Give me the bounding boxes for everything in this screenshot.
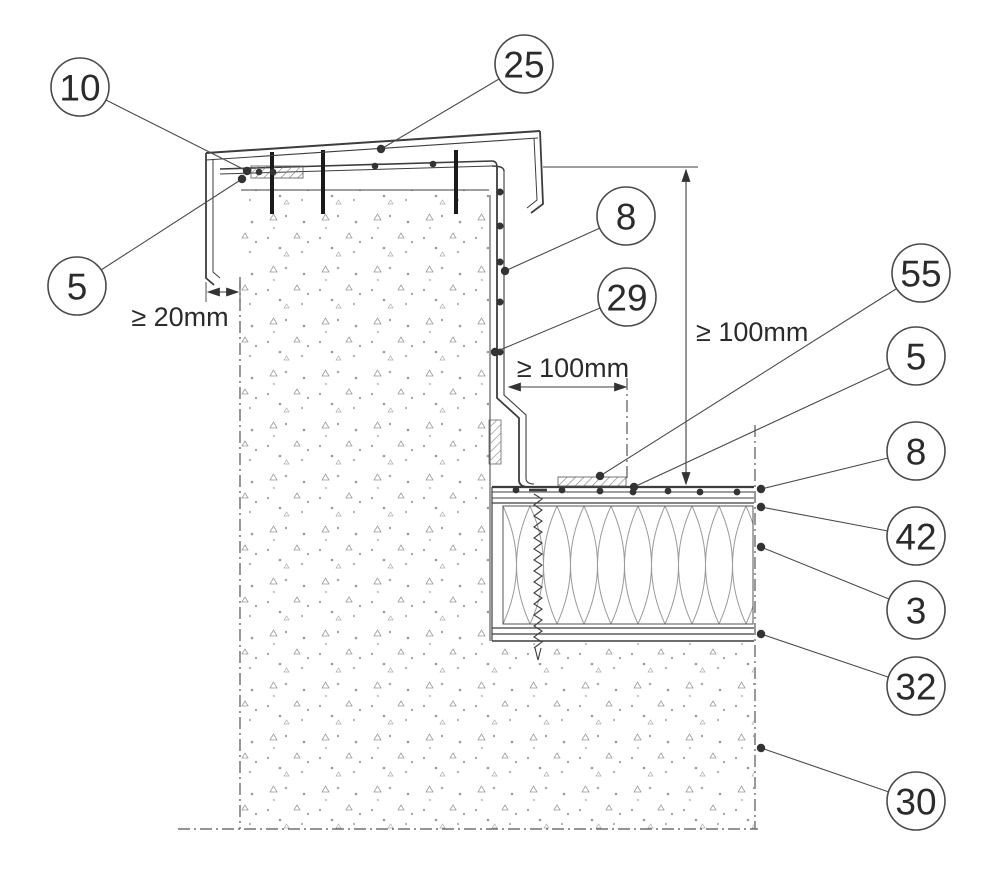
underlay-corner-wrap xyxy=(491,160,505,172)
upstand-outer-line xyxy=(496,166,530,488)
callout-32: 32 xyxy=(886,656,946,716)
callout-8-right: 8 xyxy=(886,421,946,481)
leader-lines xyxy=(100,78,897,793)
dimension-upstand-height: ≥ 100mm xyxy=(543,166,808,486)
callout-30: 30 xyxy=(886,771,946,831)
callout-5-left: 5 xyxy=(47,256,107,316)
dimension-coping-overhang: ≥ 20mm xyxy=(131,282,241,332)
dim-coping-overhang-text: ≥ 20mm xyxy=(131,302,228,332)
cap-right-drop xyxy=(530,130,544,214)
svg-text:30: 30 xyxy=(895,781,936,822)
svg-text:29: 29 xyxy=(606,277,647,318)
concrete-structure xyxy=(178,190,758,830)
svg-text:10: 10 xyxy=(59,67,100,108)
callout-29: 29 xyxy=(597,267,657,327)
screw-tip xyxy=(534,647,542,661)
svg-text:5: 5 xyxy=(906,336,927,377)
callout-55: 55 xyxy=(891,243,951,303)
roof-fastener-screw xyxy=(529,488,547,661)
screw-thread xyxy=(533,493,543,649)
upstand-inner-line xyxy=(503,170,535,485)
svg-text:8: 8 xyxy=(906,431,927,472)
coping-fixing-clips xyxy=(270,150,458,214)
fixing-strip-hatched xyxy=(557,476,627,487)
concrete-fill xyxy=(241,190,754,829)
cap-top-inner xyxy=(205,137,539,161)
callout-5-right: 5 xyxy=(886,326,946,386)
cap-left-drip-inner xyxy=(212,160,221,279)
svg-text:5: 5 xyxy=(67,266,88,307)
callout-3: 3 xyxy=(886,580,946,640)
svg-text:32: 32 xyxy=(895,666,936,707)
insulation-layer xyxy=(502,505,754,625)
svg-text:42: 42 xyxy=(895,516,936,557)
cap-right-drop-inner xyxy=(526,137,538,209)
upstand-batten-hatched xyxy=(488,419,502,465)
roof-build-up xyxy=(491,476,754,642)
dimension-fastener-offset: ≥ 100mm xyxy=(507,353,629,478)
callout-25: 25 xyxy=(494,34,554,94)
dim-fastener-offset-text: ≥ 100mm xyxy=(517,353,629,383)
cap-left-drip xyxy=(205,153,215,286)
svg-text:25: 25 xyxy=(503,44,544,85)
coping-detail xyxy=(205,130,544,286)
svg-text:8: 8 xyxy=(616,196,637,237)
cap-top-outer xyxy=(205,130,541,154)
membrane-upstand xyxy=(488,166,535,488)
underlay-weld-dots xyxy=(255,160,437,176)
callout-10: 10 xyxy=(50,57,110,117)
callout-8-upper: 8 xyxy=(596,186,656,246)
dim-upstand-height-text: ≥ 100mm xyxy=(696,317,808,347)
callout-42: 42 xyxy=(886,506,946,566)
svg-text:55: 55 xyxy=(900,253,941,294)
svg-text:3: 3 xyxy=(906,590,927,631)
